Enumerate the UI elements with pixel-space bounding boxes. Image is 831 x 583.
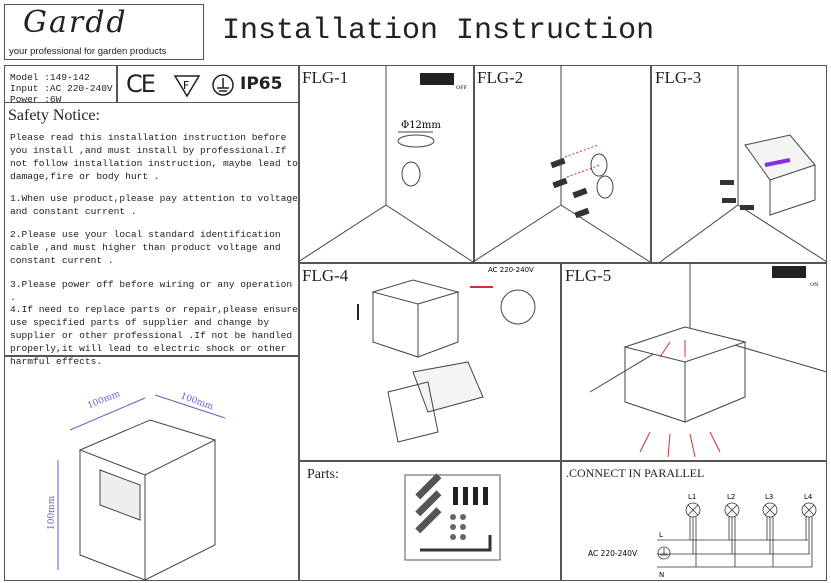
- input: Input :AC 220-240V: [10, 83, 113, 94]
- svg-text:AC 220-240V: AC 220-240V: [488, 266, 534, 274]
- parts-label: Parts:: [307, 467, 339, 482]
- svg-text:L3: L3: [765, 493, 773, 501]
- step-label: FLG-3: [655, 68, 702, 87]
- divider: [298, 262, 827, 264]
- svg-text:F: F: [183, 79, 189, 92]
- power: Power :6W: [10, 94, 62, 105]
- brand-logo: Gardd your professional for garden produ…: [4, 4, 204, 60]
- parts-illustration: [404, 473, 501, 561]
- lamp-icon: [762, 502, 778, 567]
- wiring-title: .CONNECT IN PARALLEL: [566, 466, 705, 480]
- svg-text:ON: ON: [810, 282, 819, 288]
- svg-text:N: N: [659, 571, 664, 579]
- step4-drawing: AC 220-240V: [357, 266, 536, 443]
- divider: [560, 262, 562, 581]
- svg-text:OFF: OFF: [456, 85, 468, 91]
- svg-text:Φ12mm: Φ12mm: [401, 120, 441, 131]
- svg-text:100mm: 100mm: [86, 389, 122, 411]
- step-label: FLG-4: [302, 266, 349, 285]
- safety-item: 3.Please power off before wiring or any …: [10, 279, 298, 303]
- ground-symbol-icon: [212, 74, 234, 96]
- f-mark-icon: F: [173, 75, 201, 98]
- svg-text:L1: L1: [688, 493, 696, 501]
- svg-text:AC 220-240V: AC 220-240V: [588, 549, 638, 558]
- svg-text:L: L: [659, 531, 663, 539]
- lamp-icon: [724, 502, 740, 567]
- breaker-icon: [772, 266, 806, 278]
- brand-name: Gardd: [23, 5, 128, 40]
- divider: [650, 65, 652, 262]
- safety-intro: Please read this installation instructio…: [10, 132, 304, 182]
- step5-drawing: ON: [589, 262, 828, 458]
- frame: [4, 65, 827, 581]
- safety-item: 2.Please use your local standard identif…: [10, 229, 287, 266]
- divider: [116, 65, 118, 103]
- divider: [298, 460, 827, 462]
- safety-item: 1.When use product,please pay attention …: [10, 193, 304, 217]
- safety-heading: Safety Notice:: [8, 107, 100, 124]
- lamp-icon: [801, 502, 817, 567]
- svg-text:L2: L2: [727, 493, 735, 501]
- step1-drawing: Φ12mm OFF: [297, 65, 474, 263]
- spec-text: Model :149-142 Input :AC 220-240V Power …: [10, 72, 113, 105]
- brand-tagline: your professional for garden products: [9, 46, 167, 57]
- svg-text:L4: L4: [804, 493, 813, 501]
- page-title: Installation Instruction: [222, 14, 655, 48]
- step2-drawing: [472, 65, 651, 263]
- lamp-icon: [685, 502, 701, 567]
- svg-text:100mm: 100mm: [179, 391, 215, 412]
- step3-drawing: [659, 65, 828, 263]
- breaker-icon: [420, 73, 454, 85]
- dimension-drawing: 100mm 100mm 100mm: [47, 389, 226, 581]
- step-label: FLG-5: [565, 266, 612, 285]
- wiring-diagram: L1 L2 L3 L4 L N AC 220-240V: [588, 493, 817, 579]
- ce-mark: CE: [126, 70, 156, 98]
- step-label: FLG-1: [302, 68, 349, 87]
- model: Model :149-142: [10, 72, 90, 83]
- step-label: FLG-2: [477, 68, 524, 87]
- ip-rating: IP65: [240, 74, 283, 94]
- safety-item: 4.If need to replace parts or repair,ple…: [10, 304, 304, 367]
- divider: [298, 65, 300, 581]
- svg-text:100mm: 100mm: [47, 495, 57, 530]
